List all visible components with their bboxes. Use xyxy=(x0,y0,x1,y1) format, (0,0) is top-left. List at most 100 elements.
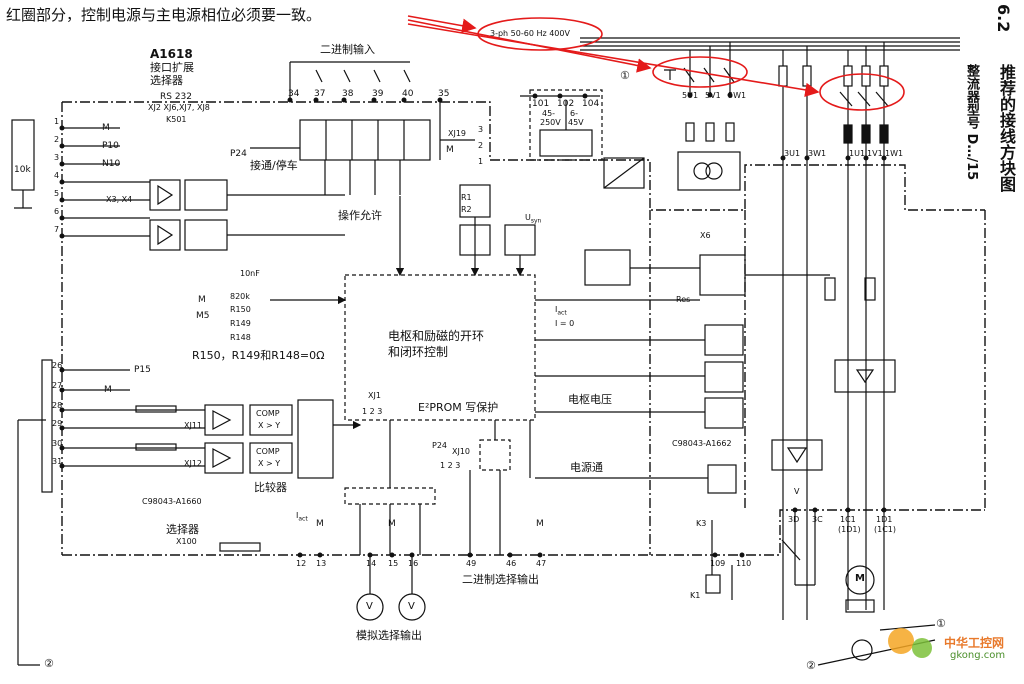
term-3W1: 3W1 xyxy=(808,149,827,158)
x100-label: X100 xyxy=(176,537,197,546)
term-28: 28 xyxy=(52,401,63,410)
k501-label: K501 xyxy=(166,115,187,124)
watermark-logo-icon xyxy=(888,628,914,654)
term-14: 14 xyxy=(366,559,377,568)
xj1-pins: 1 2 3 xyxy=(362,407,383,416)
comp-xgy-1: X > Y xyxy=(258,421,281,430)
red-annotation xyxy=(407,15,905,111)
core-label-1: 电枢和励磁的开环 xyxy=(388,329,485,343)
core-label-2: 和闭环控制 xyxy=(388,345,449,359)
term-31: 31 xyxy=(52,457,63,466)
term-101: 101 xyxy=(532,99,550,109)
term-4: 4 xyxy=(54,171,60,180)
page-subtitle: 整流器型号 D…/15 xyxy=(964,64,979,181)
usyn-u: U xyxy=(525,213,531,222)
module-desc2: 选择器 xyxy=(150,74,183,87)
term-34: 34 xyxy=(288,89,300,99)
r1-label: R1 xyxy=(461,193,472,202)
k3-label: K3 xyxy=(696,519,707,528)
enable-label: 操作允许 xyxy=(338,209,382,222)
xj10-label: XJ10 xyxy=(452,447,471,456)
m-label-6: M xyxy=(388,519,396,529)
term-40: 40 xyxy=(402,89,414,99)
terminal-dots xyxy=(59,92,887,558)
iact-label-1: Iact xyxy=(555,306,567,317)
field-voltmeter: V xyxy=(794,487,800,496)
m-label-4: M xyxy=(104,385,112,395)
xj10-pins: 1 2 3 xyxy=(440,461,461,470)
transformer-range1: 45- xyxy=(542,109,556,118)
term-46: 46 xyxy=(506,559,517,568)
term-104: 104 xyxy=(582,99,600,109)
term-5W1: 5W1 xyxy=(728,91,747,100)
x6-label: X6 xyxy=(700,231,711,240)
core-control-block xyxy=(270,184,896,494)
term-39: 39 xyxy=(372,89,384,99)
term-49: 49 xyxy=(466,559,477,568)
i0-label: I = 0 xyxy=(555,319,575,328)
term-38: 38 xyxy=(342,89,354,99)
res-label: Res xyxy=(676,295,691,304)
comp-xgy-2: X > Y xyxy=(258,459,281,468)
term-5U1: 5U1 xyxy=(682,91,699,100)
iact-i: I xyxy=(555,305,558,314)
m-label-7: M xyxy=(536,519,544,529)
term-110: 110 xyxy=(736,559,752,568)
analog-output-label: 模拟选择输出 xyxy=(356,629,422,642)
p10-label: P10 xyxy=(102,141,119,151)
xj19-label: XJ19 xyxy=(448,129,467,138)
binary-input-block xyxy=(250,61,475,277)
term-5V1: 5V1 xyxy=(705,91,721,100)
r149-label: R149 xyxy=(230,319,251,328)
m-label-5: M xyxy=(316,519,324,529)
term-1D1-alt: (1D1) xyxy=(838,525,861,534)
supply-lines xyxy=(580,37,960,620)
motor-area xyxy=(705,510,936,666)
xj19-pin2: 2 xyxy=(478,141,484,150)
x3x4-label: X3, X4 xyxy=(106,195,133,204)
term-3C: 3C xyxy=(812,515,823,524)
xj11-label: XJ11 xyxy=(184,421,203,430)
term-27: 27 xyxy=(52,381,63,390)
run-stop-label: 接通/停车 xyxy=(250,159,298,172)
motor-label: M xyxy=(855,573,865,584)
term-109: 109 xyxy=(710,559,726,568)
m-label-3: M xyxy=(198,295,206,305)
r150-note: R150，R149和R148=0Ω xyxy=(192,349,325,362)
ref-marker-2: ② xyxy=(44,657,54,670)
term-26: 26 xyxy=(52,361,63,370)
comparator-section xyxy=(17,359,362,666)
selector-label: 选择器 xyxy=(166,523,199,536)
term-1U1: 1U1 xyxy=(849,149,866,158)
left-input-blocks xyxy=(11,119,345,251)
n10-label: N10 xyxy=(102,159,121,169)
eprom-label: E²PROM 写保护 xyxy=(418,401,499,414)
term-3D: 3D xyxy=(788,515,800,524)
xj19-pin3: 3 xyxy=(478,125,484,134)
iact-sub-2: act xyxy=(298,515,308,523)
supply-transformer-box xyxy=(520,89,741,191)
binary-input-label: 二进制输入 xyxy=(320,43,375,56)
m-label-1: M xyxy=(102,123,110,133)
voltmeter-1: V xyxy=(366,601,373,612)
p24-label: P24 xyxy=(230,149,247,159)
r148-label: R148 xyxy=(230,333,251,342)
watermark-site: 中华工控网 xyxy=(944,636,1005,650)
r2-label: R2 xyxy=(461,205,472,214)
term-3U1: 3U1 xyxy=(784,149,801,158)
section-number: 6.2 xyxy=(994,4,1013,33)
p24b-label: P24 xyxy=(432,441,448,450)
term-1W1: 1W1 xyxy=(885,149,904,158)
term-30: 30 xyxy=(52,439,63,448)
iact-label-2: Iact xyxy=(296,512,308,523)
iact-sub: act xyxy=(557,309,567,317)
xj1-label: XJ1 xyxy=(368,391,381,400)
term-29: 29 xyxy=(52,419,63,428)
term-1: 1 xyxy=(54,117,60,126)
analog-outputs xyxy=(219,420,511,621)
xj-connectors: XJ2 XJ6,XJ7, XJ8 xyxy=(148,103,210,112)
supply-label: 3-ph 50-60 Hz 400V xyxy=(490,29,570,38)
term-12: 12 xyxy=(296,559,307,568)
enclosure-outline xyxy=(61,101,986,556)
term-47: 47 xyxy=(536,559,547,568)
